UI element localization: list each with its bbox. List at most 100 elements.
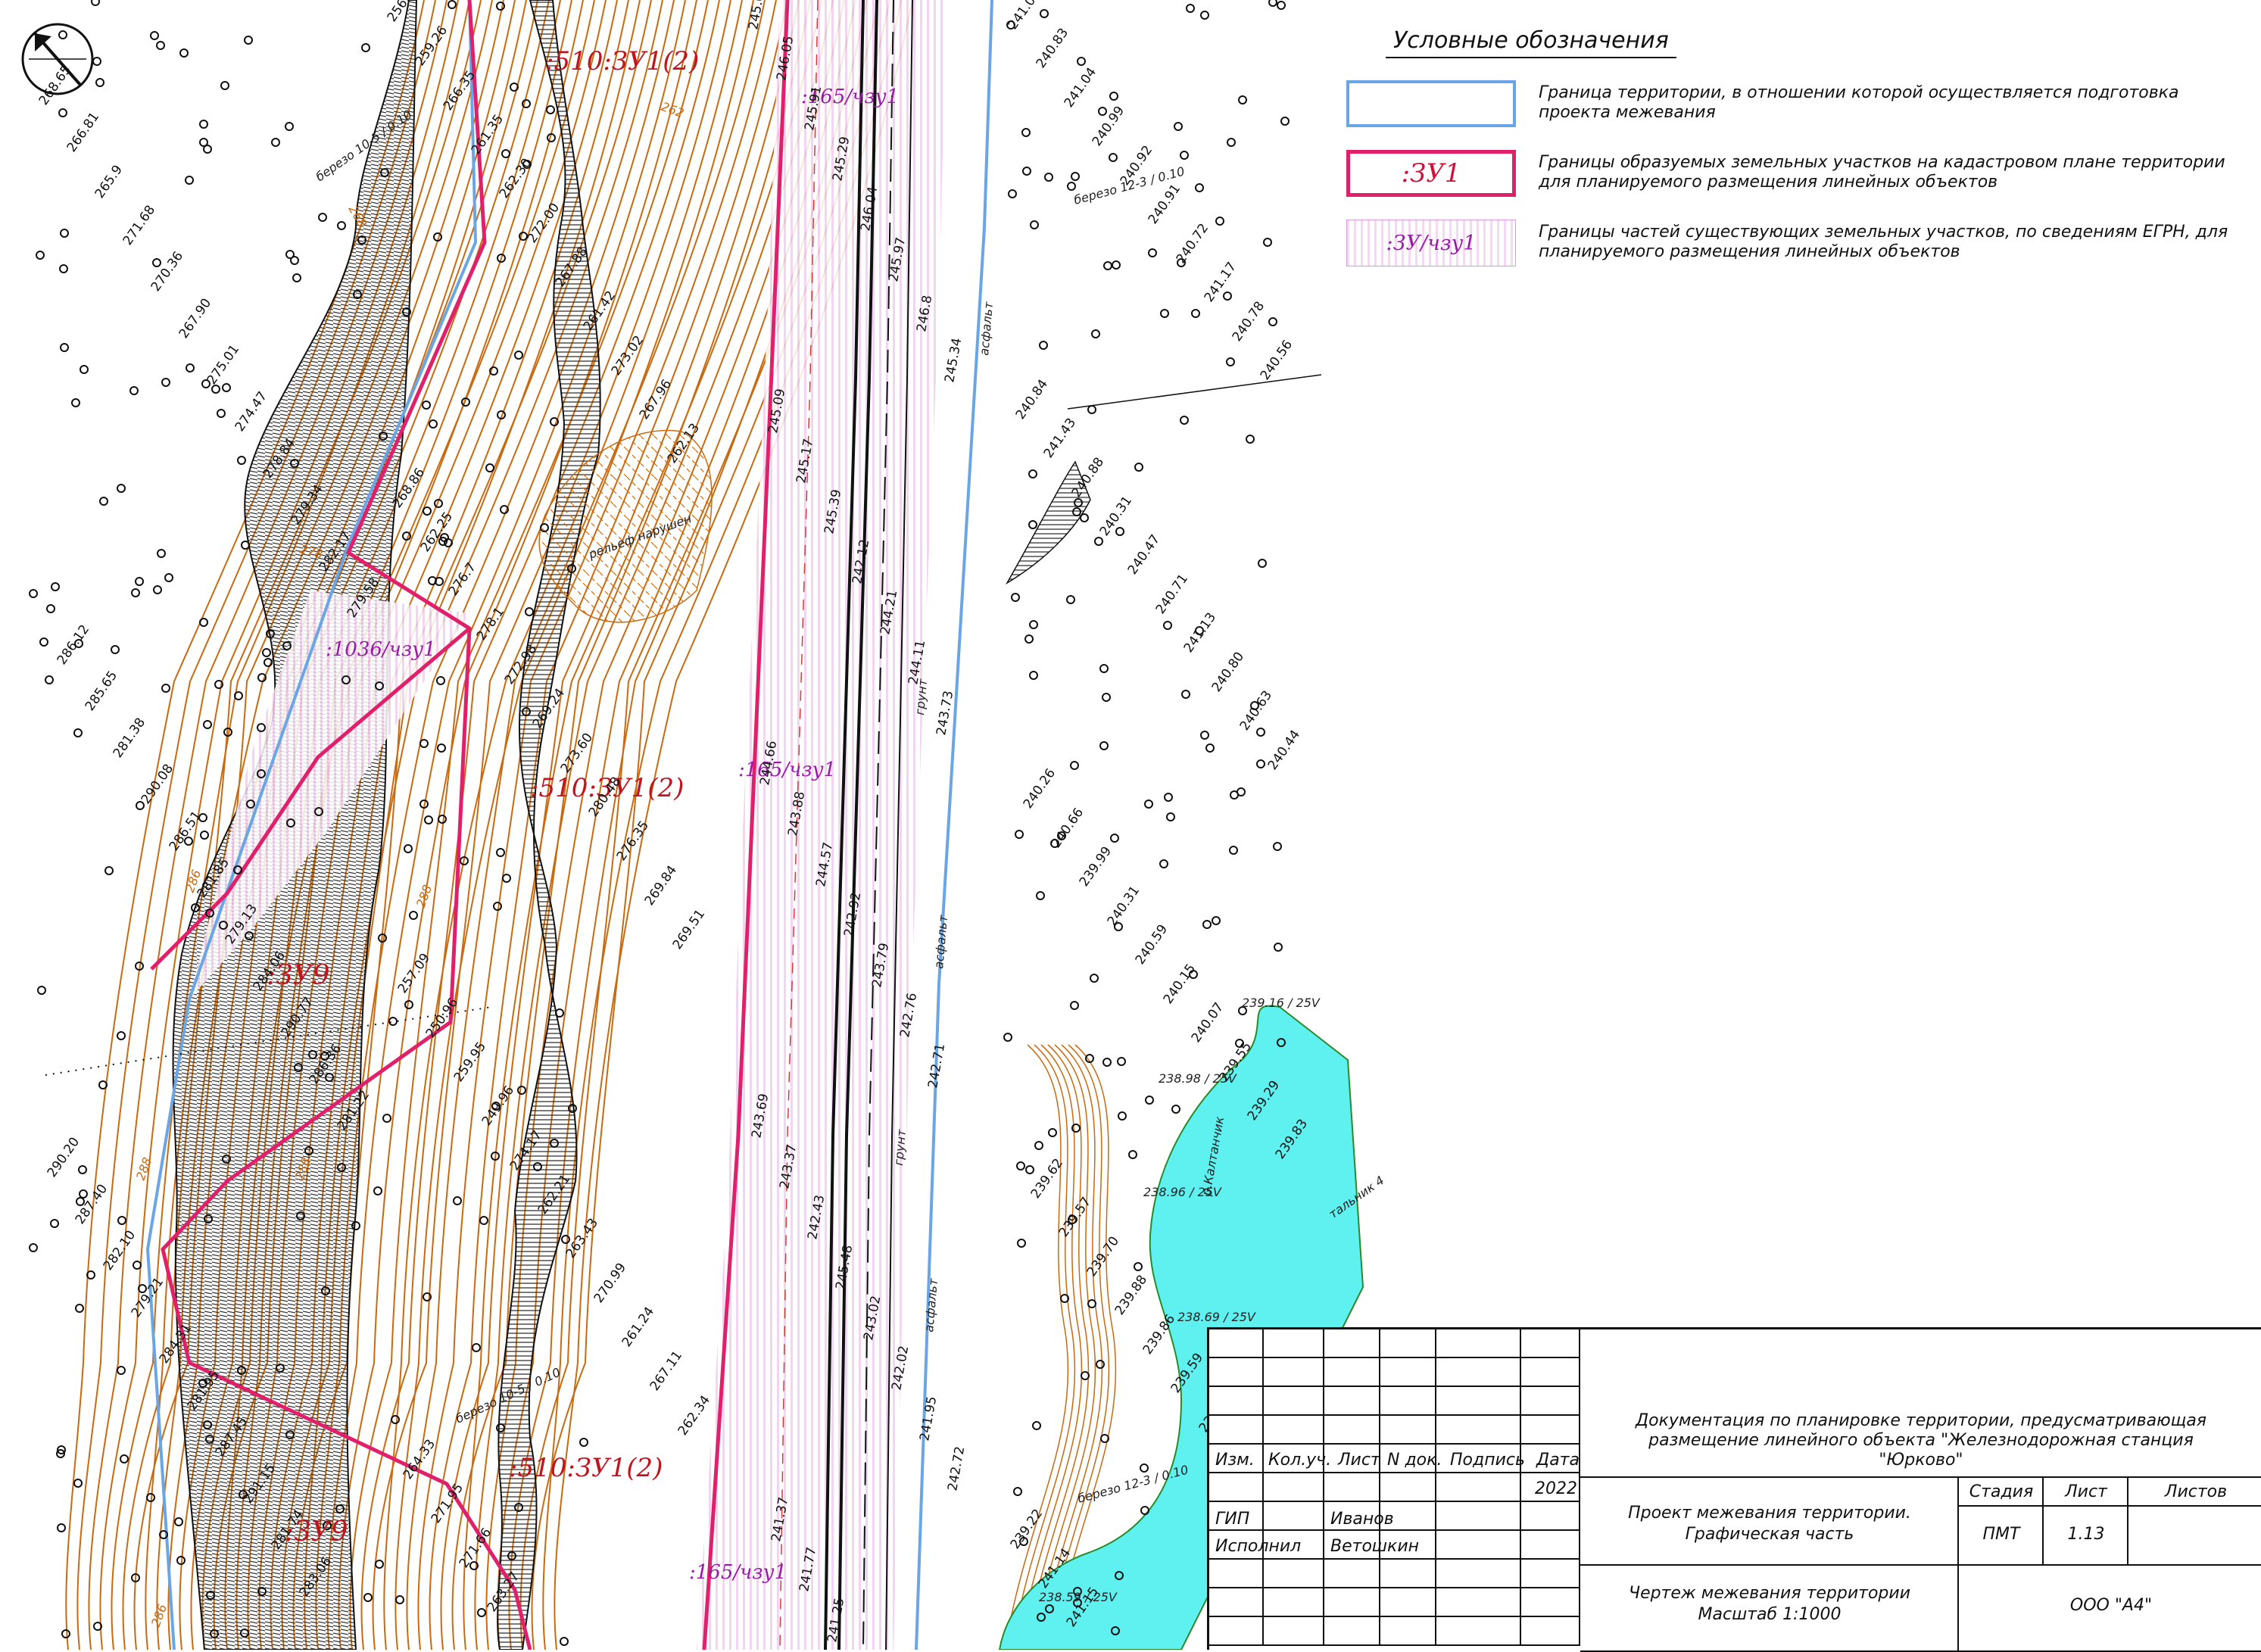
terrain-point xyxy=(200,831,209,840)
terrain-point xyxy=(485,463,494,472)
terrain-point xyxy=(1256,759,1265,768)
terrain-point xyxy=(135,962,144,971)
terrain-point xyxy=(404,844,413,853)
terrain-point xyxy=(58,30,67,39)
elevation-label: 245.34 xyxy=(942,337,965,384)
contour-line xyxy=(1018,1044,1083,1650)
terrain-point xyxy=(460,856,469,865)
elevation-label: 240.15 xyxy=(1161,962,1199,1007)
grid-cell xyxy=(1521,1502,1580,1531)
contour-line xyxy=(338,0,697,1650)
terrain-point xyxy=(75,1304,84,1313)
terrain-point xyxy=(111,645,120,654)
terrain-point xyxy=(514,1503,523,1512)
terrain-point xyxy=(203,720,212,729)
grid-cell xyxy=(1436,1329,1521,1358)
grid-cell xyxy=(1324,1387,1380,1416)
terrain-point xyxy=(489,366,498,376)
terrain-point xyxy=(1068,1215,1077,1224)
elevation-label: 270.99 xyxy=(591,1261,630,1306)
terrain-point xyxy=(199,618,208,627)
terrain-point xyxy=(1215,217,1224,226)
grid-cell xyxy=(1264,1502,1324,1531)
terrain-point xyxy=(150,31,159,40)
elevation-label: 269.51 xyxy=(670,907,709,952)
terrain-point xyxy=(1034,1141,1043,1150)
terrain-point xyxy=(351,1221,360,1230)
terrain-point xyxy=(95,78,104,87)
terrain-point xyxy=(1115,1571,1124,1580)
terrain-point xyxy=(1090,974,1099,983)
water-depth-1: 239.16 / 25V xyxy=(1242,996,1321,1010)
terrain-point xyxy=(1022,167,1031,176)
asphalt-label-2: асфальт xyxy=(931,914,950,969)
terrain-point xyxy=(203,1420,212,1429)
elevation-label: 239.57 xyxy=(1056,1195,1095,1240)
terrain-point xyxy=(1195,626,1204,635)
elevation-label: 273.02 xyxy=(609,333,647,379)
terrain-point xyxy=(1160,309,1169,318)
grid-cell xyxy=(1521,1617,1580,1646)
elevation-label: 239.88 xyxy=(1112,1273,1151,1318)
terrain-point xyxy=(497,410,506,419)
company: ООО "А4" xyxy=(2069,1596,2153,1615)
doc-part-line2: Графическая часть xyxy=(1685,1525,1854,1544)
terrain-point xyxy=(73,728,83,737)
terrain-point xyxy=(36,251,45,260)
grid-cell xyxy=(1380,1560,1436,1588)
terrain-point xyxy=(1025,1165,1034,1174)
grid-cell xyxy=(1436,1387,1521,1416)
terrain-point xyxy=(1128,1150,1137,1159)
terrain-point xyxy=(1110,834,1119,843)
terrain-point xyxy=(1258,559,1267,568)
terrain-point xyxy=(57,1445,66,1454)
grid-cell xyxy=(1264,1588,1324,1617)
terrain-point xyxy=(245,931,254,940)
terrain-point xyxy=(117,484,126,493)
grid-cell xyxy=(1436,1617,1521,1646)
elevation-label: 266.81 xyxy=(64,110,103,155)
terrain-point xyxy=(433,232,442,242)
terrain-point xyxy=(80,365,89,374)
terrain-point xyxy=(93,1622,102,1631)
part-label-165-top: :165/чзу1 xyxy=(801,86,899,108)
terrain-point xyxy=(404,1000,413,1009)
elevation-label: 241.17 xyxy=(1202,260,1240,305)
terrain-point xyxy=(198,1379,207,1388)
grid-cell xyxy=(1436,1531,1521,1560)
elevation-label: 240.91 xyxy=(1146,182,1184,227)
terrain-point xyxy=(501,149,510,158)
terrain-point xyxy=(120,1454,129,1463)
terrain-point xyxy=(453,1196,462,1205)
terrain-point xyxy=(378,934,387,943)
terrain-point xyxy=(237,456,246,465)
terrain-point xyxy=(92,57,101,66)
terrain-point xyxy=(1117,1057,1126,1066)
terrain-point xyxy=(1017,1239,1026,1248)
terrain-point xyxy=(434,499,443,508)
terrain-point xyxy=(437,743,446,753)
grid-cell xyxy=(1324,1617,1380,1646)
terrain-point xyxy=(514,351,523,360)
grid-cell xyxy=(1436,1445,1521,1473)
terrain-point xyxy=(206,1591,215,1600)
elevation-label: 270.36 xyxy=(148,249,187,295)
terrain-point xyxy=(131,1573,140,1582)
terrain-point xyxy=(519,232,528,241)
terrain-point xyxy=(76,1197,85,1206)
grid-cell xyxy=(1324,1531,1380,1560)
legend-item-territory: Граница территории, в отношении которой … xyxy=(1346,80,2247,133)
terrain-point xyxy=(1109,153,1118,162)
terrain-point xyxy=(1277,1,1286,10)
elevation-label: 240.66 xyxy=(1049,806,1087,851)
terrain-point xyxy=(1148,248,1157,257)
terrain-point xyxy=(391,1415,400,1424)
legend-text-parcel: Границы образуемых земельных участков на… xyxy=(1539,153,2225,192)
terrain-point xyxy=(491,1102,501,1111)
legend-text-parcel-part: Границы частей существующих земельных уч… xyxy=(1539,223,2228,261)
terrain-point xyxy=(201,379,211,388)
terrain-point xyxy=(419,800,429,809)
terrain-point xyxy=(1112,260,1121,270)
terrain-point xyxy=(159,1530,168,1539)
grid-cell xyxy=(1521,1473,1580,1502)
